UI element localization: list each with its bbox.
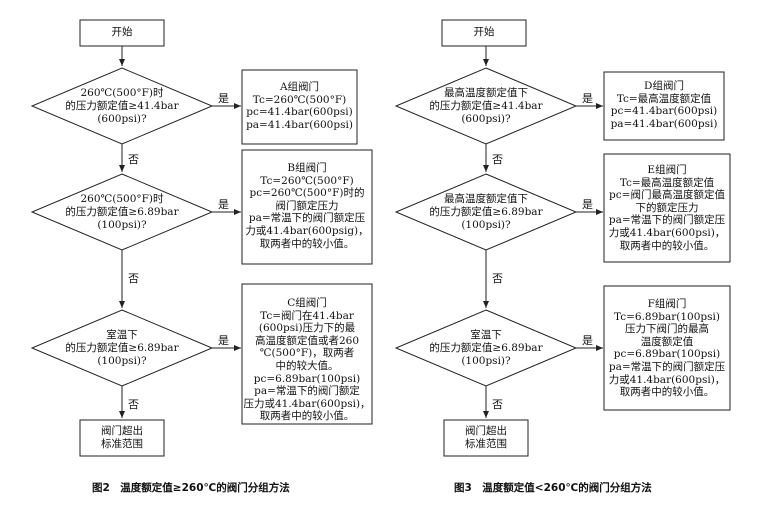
left-yes-1: 是	[218, 92, 229, 105]
left-decision-3-text: 室温下 的压力额定值≥6.89bar (100psi)?	[65, 329, 179, 367]
left-box-c	[241, 283, 373, 425]
right-no-2: 否	[492, 272, 503, 285]
left-box-b-text: B组阀门 Tc=260℃(500°F) pc=260℃(500°F)时的 阀门额…	[245, 162, 369, 250]
right-decision-1-text: 最高温度额定值下 的压力额定值≥41.4bar (600psi)?	[429, 87, 543, 125]
right-yes-1: 是	[582, 92, 593, 105]
right-caption: 图3 温度额定值<260℃的阀门分组方法	[454, 482, 652, 494]
right-yes-3: 是	[582, 334, 593, 347]
right-box-f	[603, 285, 731, 411]
right-decision-2-text: 最高温度额定值下 的压力额定值≥6.89bar (100psi)?	[429, 193, 543, 231]
left-no-3: 否	[128, 398, 139, 411]
right-decision-3-text: 室温下 的压力额定值≥6.89bar (100psi)?	[429, 329, 543, 367]
left-caption: 图2 温度额定值≥260℃的阀门分组方法	[92, 482, 290, 494]
right-no-3: 否	[492, 398, 503, 411]
right-box-d	[603, 71, 725, 141]
right-start-box	[441, 19, 527, 47]
right-box-e	[603, 153, 731, 263]
left-yes-3: 是	[218, 334, 229, 347]
left-end-label: 阀门超出 标准范围	[101, 425, 143, 450]
right-box-f-text: F组阀门 Tc=6.89bar(100psi) 压力下阀门的最高 温度额定值 p…	[608, 298, 726, 399]
right-end-box	[443, 419, 529, 457]
right-end-label: 阀门超出 标准范围	[465, 425, 507, 450]
right-start-label: 开始	[473, 26, 495, 38]
right-yes-2: 是	[582, 198, 593, 211]
right-box-e-text: E组阀门 Tc=最高温度额定值 pc=阀门最高温度额定值 下的额定压力 pa=常…	[608, 164, 726, 252]
left-decision-1-text: 260℃(500°F)时 的压力额定值≥41.4bar (600psi)?	[65, 87, 179, 125]
left-yes-2: 是	[218, 198, 229, 211]
left-box-c-text: C组阀门 Tc=阀门在41.4bar (600psi)压力下的最 高温度额定值或…	[243, 297, 371, 423]
right-no-1: 否	[492, 153, 503, 166]
left-start-label: 开始	[111, 26, 133, 38]
left-box-b	[241, 149, 373, 265]
left-box-a-text: A组阀门 Tc=260℃(500°F) pc=41.4bar(600psi) p…	[246, 81, 353, 131]
left-no-1: 否	[128, 153, 139, 166]
left-end-box	[79, 419, 165, 457]
left-no-2: 否	[128, 272, 139, 285]
left-box-a	[241, 69, 358, 145]
right-box-d-text: D组阀门 Tc=最高温度额定值 pc=41.4bar(600psi) pa=41…	[610, 80, 718, 130]
left-decision-2-text: 260℃(500°F)时 的压力额定值≥6.89bar (100psi)?	[65, 193, 179, 231]
